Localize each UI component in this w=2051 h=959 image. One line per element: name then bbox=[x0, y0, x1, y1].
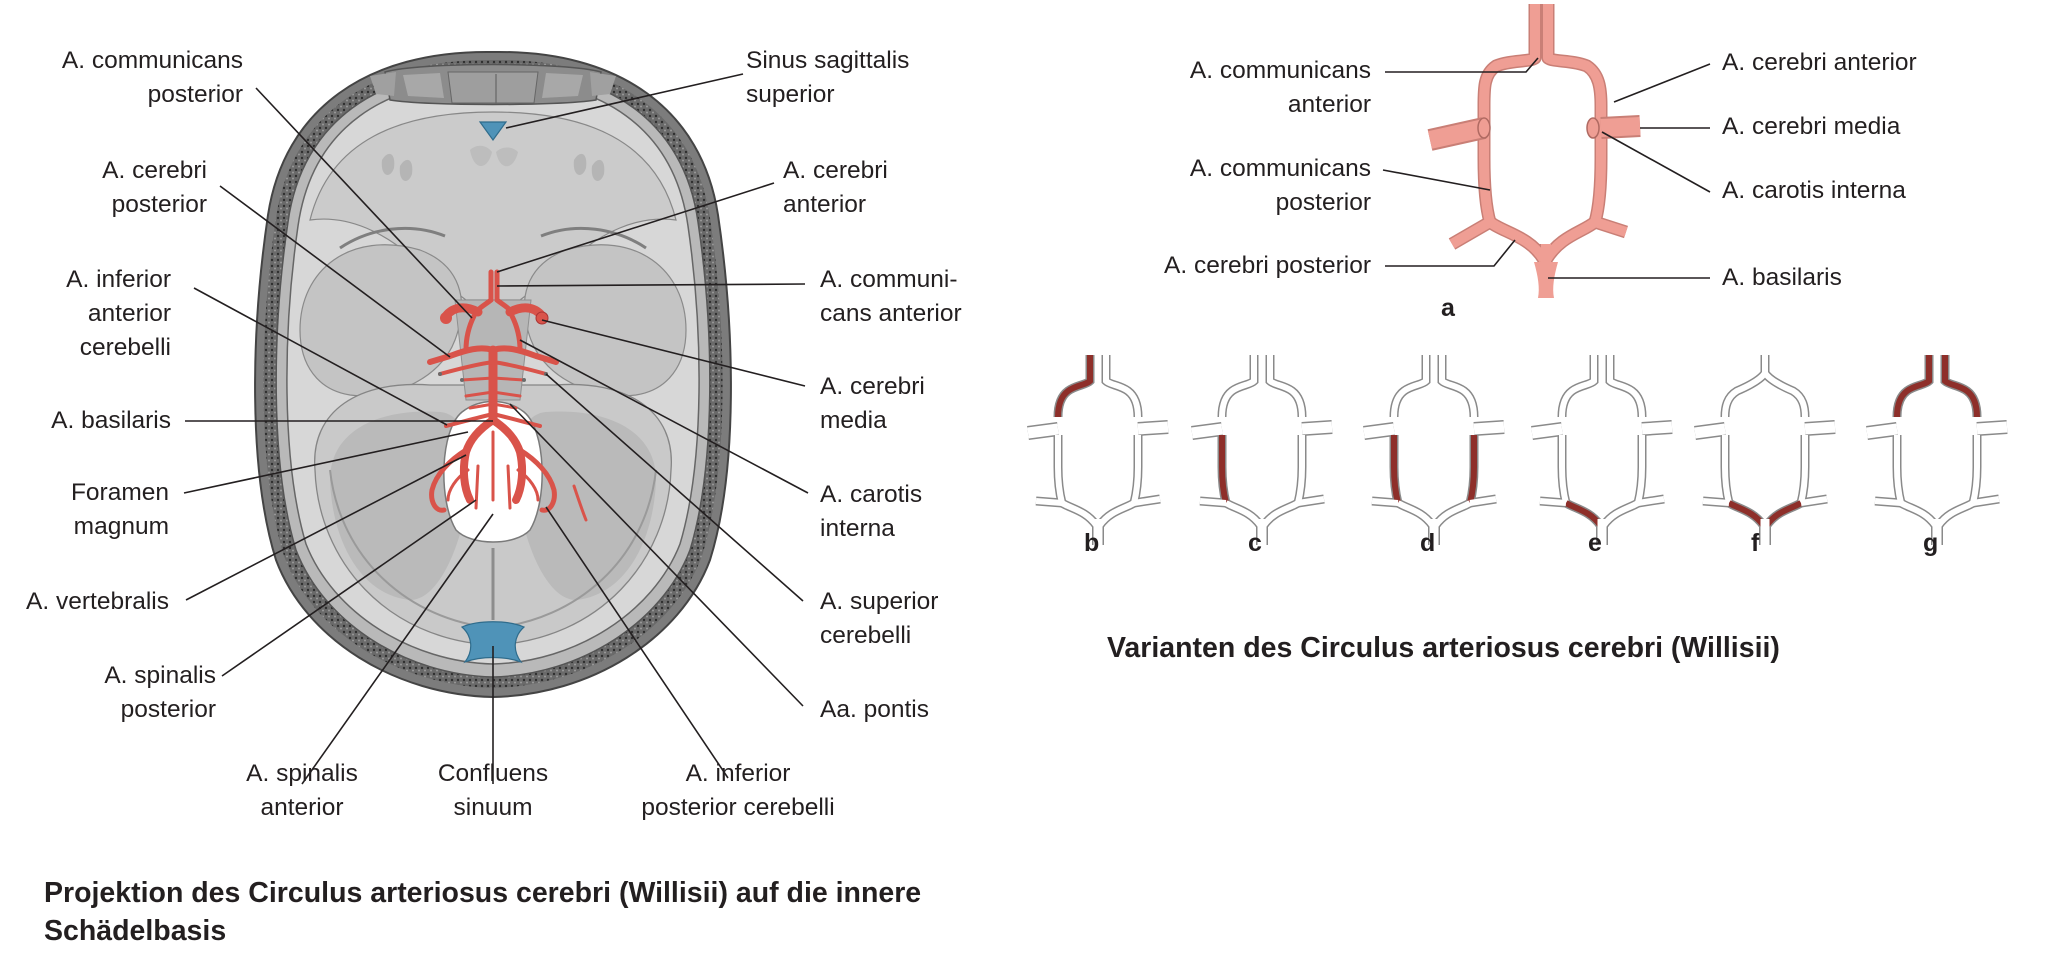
variant-vessel bbox=[1722, 355, 1768, 418]
variant-highlight-vessel bbox=[1055, 355, 1093, 418]
variant-highlight-vessel bbox=[1764, 500, 1803, 527]
variant-vessel bbox=[1219, 355, 1257, 418]
variant-letter-c: c bbox=[1248, 529, 1262, 557]
panel-a-letter: a bbox=[1441, 294, 1456, 322]
variant-highlight-vessel bbox=[1727, 500, 1766, 527]
variant-vessel bbox=[1396, 500, 1435, 527]
leader-lines-left-figure bbox=[183, 73, 809, 785]
variant-vessel bbox=[1097, 500, 1136, 527]
variant-vessel bbox=[1972, 496, 2000, 506]
variant-vessel bbox=[1103, 355, 1141, 418]
variant-letter-d: d bbox=[1420, 529, 1436, 557]
variant-letter-f: f bbox=[1751, 529, 1760, 557]
variant-vessel bbox=[1133, 496, 1161, 506]
variant-vessel bbox=[1762, 371, 1808, 418]
variant-diagram-g bbox=[1866, 355, 2008, 545]
variant-vessel bbox=[1800, 496, 1828, 506]
variant-vessel bbox=[1439, 355, 1477, 418]
sinus-sagittalis-superior-shape bbox=[478, 121, 508, 142]
label-a-a-basilaris: A. basilaris bbox=[1722, 264, 1842, 291]
variant-diagram-b bbox=[1027, 355, 1169, 545]
variant-highlight-vessel bbox=[1942, 355, 1980, 418]
variant-vessel bbox=[1297, 496, 1325, 506]
variant-diagram-e bbox=[1531, 355, 1673, 545]
variant-vessel bbox=[1936, 500, 1975, 527]
variant-vessel bbox=[1371, 498, 1399, 506]
skull-base-drawing bbox=[254, 50, 732, 699]
confluens-sinuum-shape bbox=[460, 621, 526, 664]
variant-vessel bbox=[1641, 421, 1673, 435]
variant-diagrams bbox=[1027, 355, 2008, 545]
variant-vessel bbox=[1694, 423, 1726, 439]
variant-letter-g: g bbox=[1923, 529, 1939, 557]
variant-vessel bbox=[1976, 421, 2008, 435]
variant-letter-b: b bbox=[1084, 529, 1100, 557]
variant-vessel bbox=[1199, 498, 1227, 506]
label-a-a-cerebri-media: A. cerebri media bbox=[1722, 113, 1901, 140]
variant-vessel bbox=[1531, 423, 1563, 439]
caption-right: Varianten des Circulus arteriosus cerebr… bbox=[1107, 632, 1780, 664]
variant-vessel bbox=[1267, 355, 1305, 418]
variant-vessel bbox=[1391, 355, 1429, 418]
variant-vessel bbox=[1874, 498, 1902, 506]
variant-vessel bbox=[1601, 500, 1640, 527]
variant-vessel bbox=[1473, 421, 1505, 435]
label-a-a-carotis-interna: A. carotis interna bbox=[1722, 177, 1906, 204]
variant-vessel bbox=[1060, 500, 1099, 527]
label-a-a-cerebri-anterior: A. cerebri anterior bbox=[1722, 49, 1917, 76]
label-a-vertebralis: A. vertebralis bbox=[26, 588, 169, 615]
variant-vessel bbox=[1224, 500, 1263, 527]
circle-of-willis-arteries bbox=[427, 269, 588, 522]
variant-highlight-vessel bbox=[1564, 500, 1603, 527]
variant-diagram-f bbox=[1694, 355, 1836, 545]
variant-vessel bbox=[1469, 496, 1497, 506]
variant-vessel bbox=[1539, 498, 1567, 506]
label-aa-pontis: Aa. pontis bbox=[820, 696, 929, 723]
leader-lines-panel-a bbox=[1382, 57, 1711, 279]
variant-vessel bbox=[1261, 500, 1300, 527]
variant-diagram-d bbox=[1363, 355, 1505, 545]
variant-vessel bbox=[1702, 498, 1730, 506]
variant-vessel bbox=[1804, 421, 1836, 435]
label-a-basilaris: A. basilaris bbox=[51, 407, 171, 434]
variant-vessel bbox=[1191, 423, 1223, 439]
variant-diagram-c bbox=[1191, 355, 1333, 545]
variant-vessel bbox=[1301, 421, 1333, 435]
variant-vessel bbox=[1899, 500, 1938, 527]
variant-highlight-vessel bbox=[1894, 355, 1932, 418]
variant-vessel bbox=[1866, 423, 1898, 439]
variant-vessel bbox=[1433, 500, 1472, 527]
variant-vessel bbox=[1607, 355, 1645, 418]
panel-a-circle-diagram bbox=[1427, 4, 1641, 298]
variant-vessel bbox=[1559, 355, 1597, 418]
variant-vessel bbox=[1137, 421, 1169, 435]
variant-vessel bbox=[1035, 498, 1063, 506]
caption-left: Projektion des Circulus arteriosus cereb… bbox=[44, 877, 922, 947]
variant-letter-e: e bbox=[1588, 529, 1602, 557]
variant-vessel bbox=[1637, 496, 1665, 506]
label-a-a-cerebri-posterior: A. cerebri posterior bbox=[1164, 252, 1371, 279]
variant-vessel bbox=[1027, 423, 1059, 439]
label-a-communicans-anterior: A. communi-cans anterior bbox=[820, 266, 962, 327]
variant-vessel bbox=[1363, 423, 1395, 439]
